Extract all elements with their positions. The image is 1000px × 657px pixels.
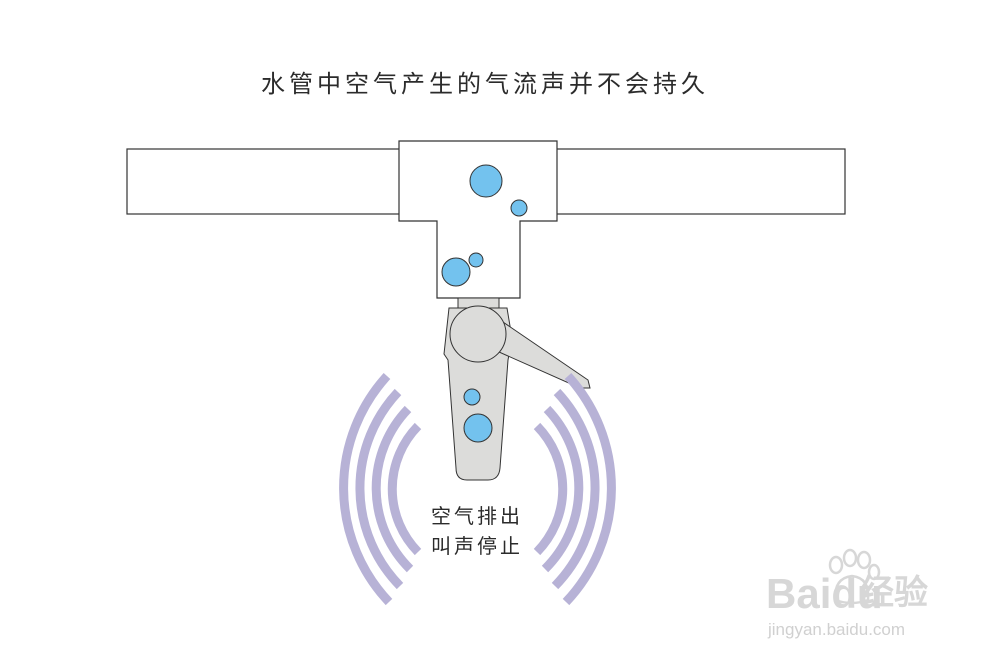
- watermark-url: jingyan.baidu.com: [768, 620, 906, 639]
- paw-icon: [828, 548, 881, 605]
- sound-wave-icon: [533, 372, 616, 606]
- valve-knob: [449, 305, 507, 363]
- watermark-brand: Baidu: [766, 570, 883, 617]
- air-bubble: [510, 199, 528, 217]
- air-bubble: [468, 252, 484, 268]
- air-bubble: [463, 388, 481, 406]
- diagram-title: 水管中空气产生的气流声并不会持久: [261, 70, 709, 98]
- watermark: Baidu jingyan.baidu.com: [766, 562, 986, 642]
- watermark-product: 经验: [860, 573, 928, 613]
- caption-line-2: 叫声停止: [431, 534, 523, 558]
- air-bubble: [469, 164, 503, 198]
- sound-wave-icon: [339, 372, 422, 606]
- air-bubble: [463, 413, 493, 443]
- air-bubble: [441, 257, 471, 287]
- caption-line-1: 空气排出: [431, 504, 523, 528]
- tee-fitting: [398, 140, 558, 299]
